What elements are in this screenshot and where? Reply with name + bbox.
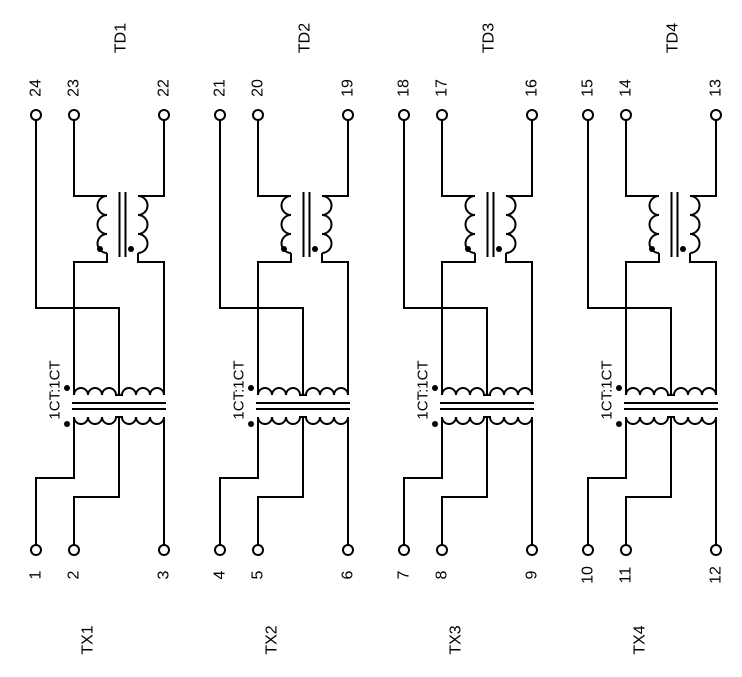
- channel-3-artwork: [398, 109, 538, 556]
- pin-number-top: 20: [250, 79, 267, 97]
- pin-number-top: 16: [524, 79, 541, 97]
- turns-ratio-label: 1CT:1CT: [47, 360, 64, 419]
- channel-4: 15 14 13 TD4 1CT:1CT 10 11 12 TX4: [580, 23, 725, 655]
- pin-number-bottom: 5: [250, 570, 267, 579]
- pin-number-bottom: 7: [396, 570, 413, 579]
- tx-label: TX1: [80, 625, 97, 654]
- pin-number-top: 17: [434, 79, 451, 97]
- tx-label: TX3: [448, 625, 465, 654]
- pin-number-bottom: 11: [618, 567, 635, 584]
- channel-2: 21 20 19 TD2 1CT:1CT 4 5 6 TX2: [212, 23, 357, 655]
- td-label: TD4: [665, 23, 682, 53]
- pin-number-top: 21: [212, 79, 229, 97]
- pin-number-bottom: 2: [66, 570, 83, 579]
- tx-label: TX4: [632, 625, 649, 654]
- pin-number-bottom: 12: [708, 566, 725, 584]
- channel-1: 24 23 22 TD1 1CT:1CT 1 2 3 TX1: [28, 23, 173, 655]
- pin-number-top: 14: [618, 79, 635, 97]
- pin-number-bottom: 9: [524, 570, 541, 579]
- channel-1-artwork: [30, 109, 170, 556]
- pin-number-bottom: 8: [434, 570, 451, 579]
- pin-number-bottom: 6: [340, 570, 357, 579]
- turns-ratio-label: 1CT:1CT: [599, 360, 616, 419]
- channel-4-artwork: [582, 109, 722, 556]
- pin-number-bottom: 3: [156, 570, 173, 579]
- pin-number-top: 13: [708, 79, 725, 97]
- tx-label: TX2: [264, 625, 281, 654]
- pin-number-top: 18: [396, 79, 413, 97]
- pin-number-top: 24: [28, 79, 45, 97]
- pin-number-top: 23: [66, 79, 83, 97]
- turns-ratio-label: 1CT:1CT: [231, 360, 248, 419]
- channel-2-artwork: [214, 109, 354, 556]
- pin-number-bottom: 4: [212, 570, 229, 579]
- pin-number-top: 15: [580, 79, 597, 97]
- pin-number-bottom: 10: [580, 566, 597, 584]
- turns-ratio-label: 1CT:1CT: [415, 360, 432, 419]
- channel-3: 18 17 16 TD3 1CT:1CT 7 8 9 TX3: [396, 23, 541, 655]
- td-label: TD3: [481, 23, 498, 53]
- pin-number-top: 19: [340, 79, 357, 97]
- td-label: TD2: [297, 23, 314, 53]
- pin-number-bottom: 1: [28, 570, 45, 579]
- pin-number-top: 22: [156, 79, 173, 97]
- td-label: TD1: [113, 23, 130, 53]
